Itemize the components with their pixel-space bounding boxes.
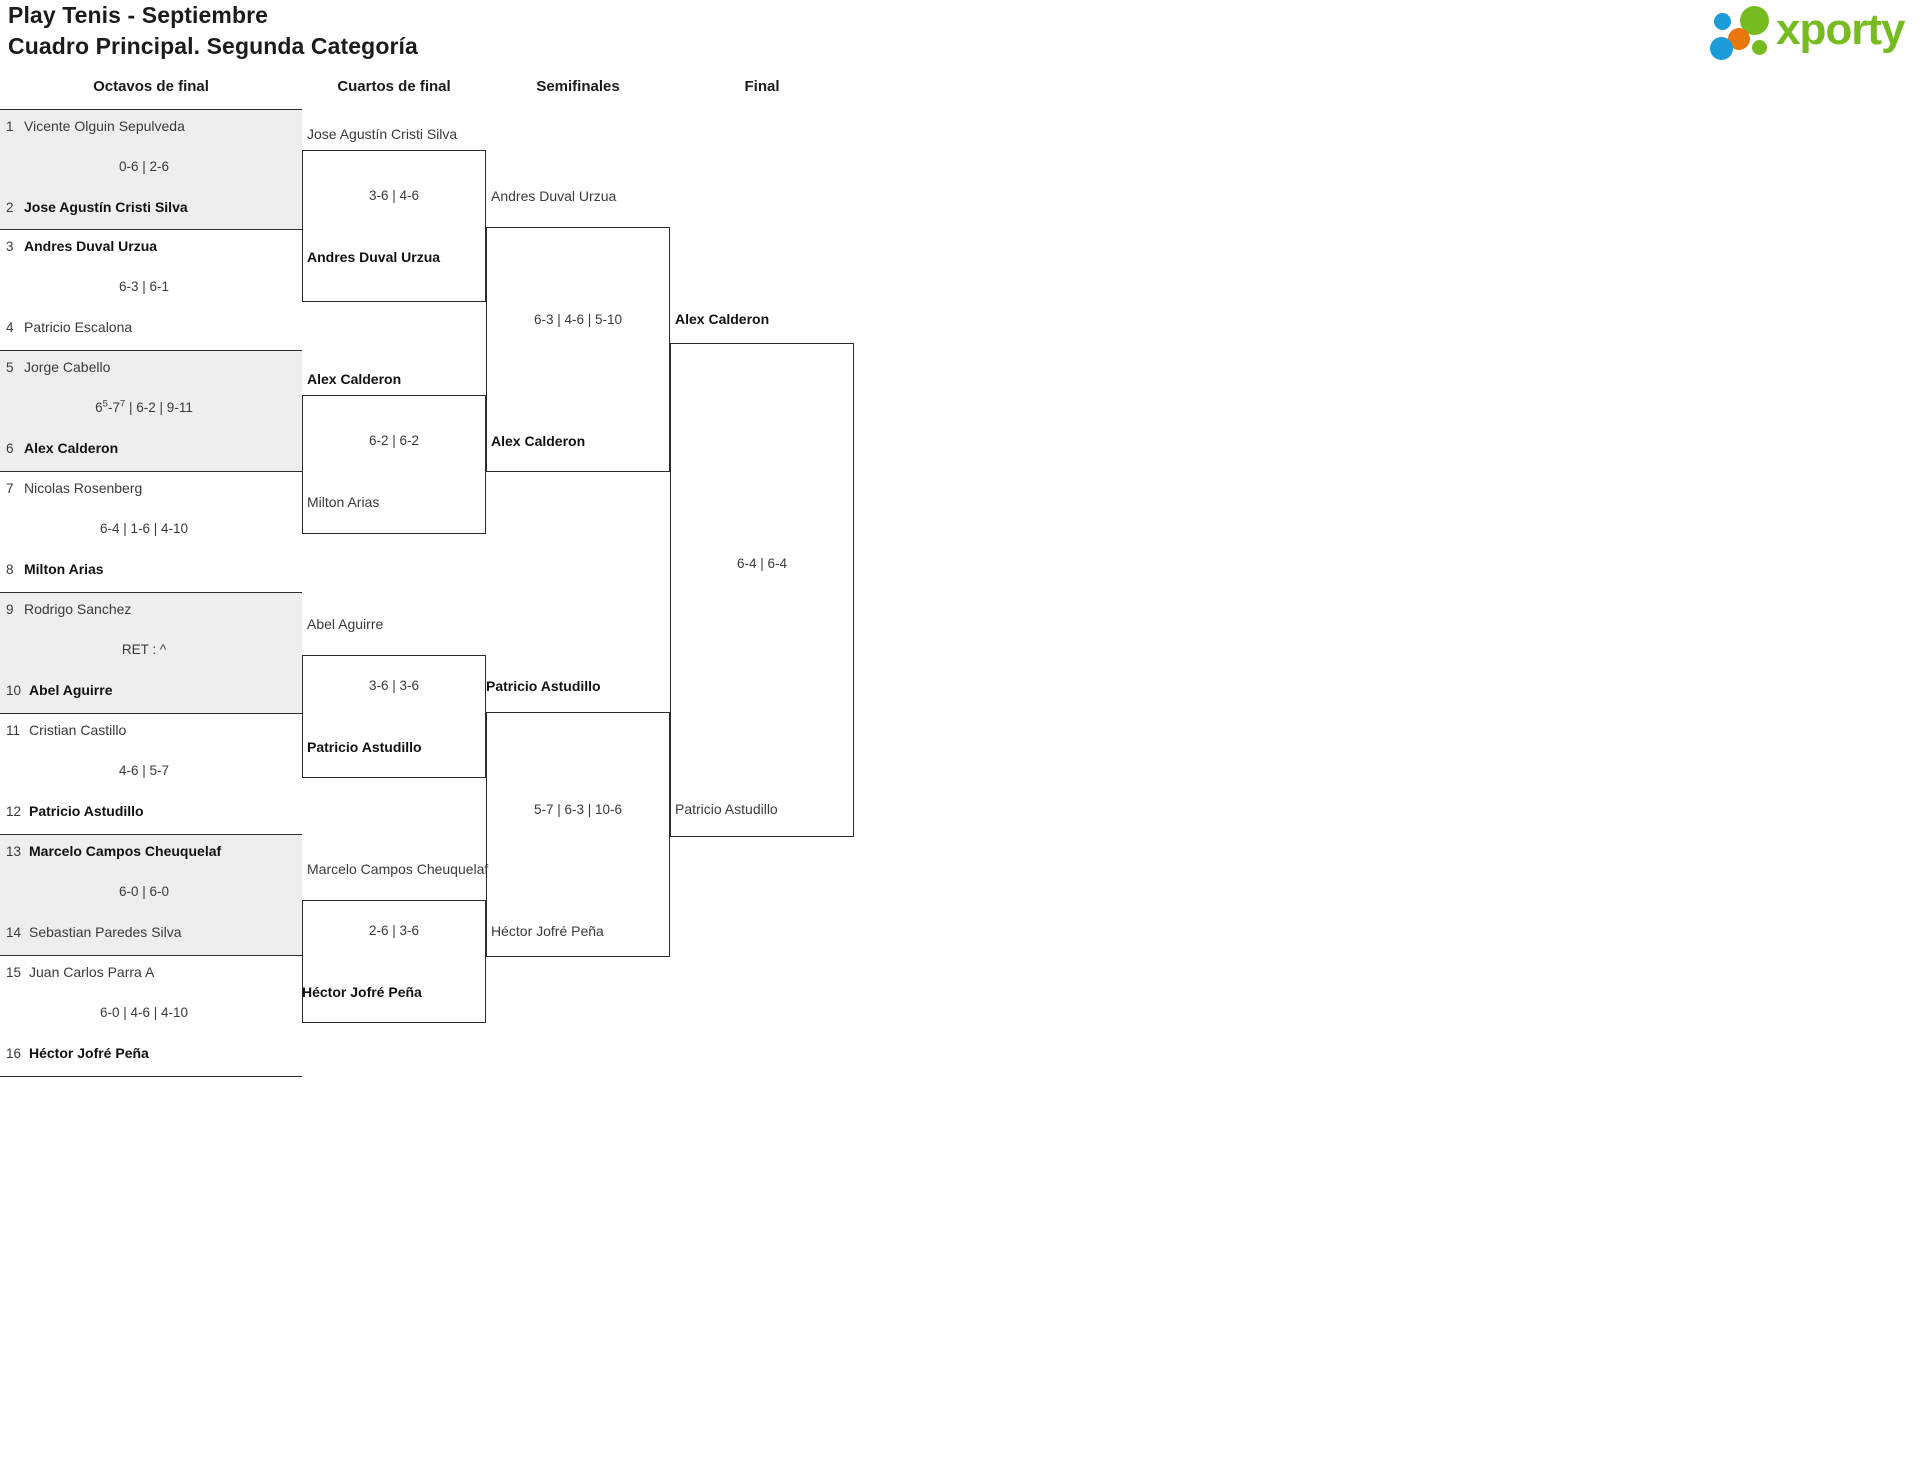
- r1-match-1[interactable]: 1 Vicente Olguin Sepulveda 0-6 | 2-6 2 J…: [0, 109, 302, 230]
- xporty-logo: xporty: [1710, 4, 1910, 60]
- player-name[interactable]: Cristian Castillo: [29, 722, 127, 738]
- r4-connector-1: [670, 343, 854, 837]
- seed-number: 8: [6, 562, 14, 577]
- tournament-name: Play Tenis - Septiembre: [8, 2, 269, 28]
- player-name[interactable]: Andres Duval Urzua: [24, 238, 158, 254]
- r4-score: 6-4 | 6-4: [736, 556, 788, 571]
- seed-number: 2: [6, 200, 14, 215]
- page-title: Play Tenis - Septiembre Cuadro Principal…: [8, 0, 418, 62]
- player-name[interactable]: Sebastian Paredes Silva: [29, 924, 182, 940]
- player-name[interactable]: Vicente Olguin Sepulveda: [24, 118, 185, 134]
- r2-player-top-2[interactable]: Alex Calderon: [307, 371, 402, 387]
- seed-number: 5: [6, 360, 14, 375]
- r1-match-3[interactable]: 5 Jorge Cabello 65-77 | 6-2 | 9-11 6 Ale…: [0, 351, 302, 472]
- seed-number: 9: [6, 602, 14, 617]
- r3-player-top-1[interactable]: Andres Duval Urzua: [491, 188, 617, 204]
- r2-player-bottom-4[interactable]: Héctor Jofré Peña: [302, 984, 422, 1000]
- r3-player-bottom-1[interactable]: Alex Calderon: [491, 433, 586, 449]
- r2-score-2: 6-2 | 6-2: [368, 433, 420, 448]
- player-name[interactable]: Nicolas Rosenberg: [24, 480, 143, 496]
- r1-match-7[interactable]: 13 Marcelo Campos Cheuquelaf 6-0 | 6-0 1…: [0, 835, 302, 956]
- logo-dot-green-small: [1752, 40, 1767, 55]
- seed-number: 4: [6, 320, 14, 335]
- r2-score-3: 3-6 | 3-6: [368, 678, 420, 693]
- player-name[interactable]: Abel Aguirre: [29, 682, 113, 698]
- round-header-semifinales: Semifinales: [536, 78, 620, 95]
- r2-score-1: 3-6 | 4-6: [368, 188, 420, 203]
- r3-connector-2: [486, 712, 670, 957]
- r4-player-bottom[interactable]: Patricio Astudillo: [675, 801, 778, 817]
- r2-connector-2: [302, 395, 486, 534]
- seed-number: 1: [6, 119, 14, 134]
- seed-number: 12: [6, 804, 22, 819]
- r3-player-top-2[interactable]: Patricio Astudillo: [486, 678, 601, 694]
- round-header-octavos: Octavos de final: [93, 78, 209, 95]
- match-score: 6-3 | 6-1: [118, 279, 170, 294]
- seed-number: 13: [6, 844, 22, 859]
- r2-connector-4: [302, 900, 486, 1023]
- player-name[interactable]: Milton Arias: [24, 561, 104, 577]
- seed-number: 11: [6, 723, 21, 738]
- round-header-final: Final: [744, 78, 780, 95]
- r2-player-top-4[interactable]: Marcelo Campos Cheuquelaf: [307, 861, 489, 877]
- r2-player-bottom-1[interactable]: Andres Duval Urzua: [307, 249, 441, 265]
- r2-player-top-1[interactable]: Jose Agustín Cristi Silva: [307, 126, 458, 142]
- r1-match-6[interactable]: 11 Cristian Castillo 4-6 | 5-7 12 Patric…: [0, 714, 302, 835]
- match-score: 4-6 | 5-7: [118, 763, 170, 778]
- match-score: 65-77 | 6-2 | 9-11: [95, 398, 193, 415]
- tournament-subtitle: Cuadro Principal. Segunda Categoría: [8, 33, 418, 59]
- r3-score-1: 6-3 | 4-6 | 5-10: [533, 312, 623, 327]
- player-name[interactable]: Alex Calderon: [24, 440, 119, 456]
- round-header-cuartos: Cuartos de final: [337, 78, 451, 95]
- player-name[interactable]: Juan Carlos Parra A: [29, 964, 155, 980]
- logo-wordmark: xporty: [1776, 5, 1905, 54]
- seed-number: 16: [6, 1046, 22, 1061]
- r3-score-2: 5-7 | 6-3 | 10-6: [533, 802, 623, 817]
- r2-connector-1: [302, 150, 486, 302]
- r2-score-4: 2-6 | 3-6: [368, 923, 420, 938]
- r2-player-bottom-3[interactable]: Patricio Astudillo: [307, 739, 422, 755]
- seed-number: 14: [6, 925, 22, 940]
- round1-column: 1 Vicente Olguin Sepulveda 0-6 | 2-6 2 J…: [0, 109, 302, 1077]
- r1-match-8[interactable]: 15 Juan Carlos Parra A 6-0 | 4-6 | 4-10 …: [0, 956, 302, 1077]
- r3-connector-1: [486, 227, 670, 472]
- player-name[interactable]: Patricio Astudillo: [29, 803, 144, 819]
- player-name[interactable]: Rodrigo Sanchez: [24, 601, 132, 617]
- match-score: 6-4 | 1-6 | 4-10: [99, 521, 189, 536]
- r2-player-bottom-2[interactable]: Milton Arias: [307, 494, 380, 510]
- logo-dot-blue-large: [1710, 37, 1733, 60]
- r4-player-top[interactable]: Alex Calderon: [675, 311, 770, 327]
- r1-match-4[interactable]: 7 Nicolas Rosenberg 6-4 | 1-6 | 4-10 8 M…: [0, 472, 302, 593]
- seed-number: 6: [6, 441, 14, 456]
- match-score: RET : ^: [121, 642, 167, 657]
- r2-player-top-3[interactable]: Abel Aguirre: [307, 616, 384, 632]
- player-name[interactable]: Marcelo Campos Cheuquelaf: [29, 843, 222, 859]
- logo-dot-blue-small: [1714, 13, 1731, 30]
- logo-dot-orange: [1728, 28, 1750, 50]
- r3-player-bottom-2[interactable]: Héctor Jofré Peña: [491, 923, 604, 939]
- player-name[interactable]: Patricio Escalona: [24, 319, 133, 335]
- seed-number: 10: [6, 683, 22, 698]
- match-score: 6-0 | 6-0: [118, 884, 170, 899]
- match-score: 6-0 | 4-6 | 4-10: [99, 1005, 189, 1020]
- r1-match-2[interactable]: 3 Andres Duval Urzua 6-3 | 6-1 4 Patrici…: [0, 230, 302, 351]
- seed-number: 7: [6, 481, 14, 496]
- seed-number: 3: [6, 239, 14, 254]
- r1-match-5[interactable]: 9 Rodrigo Sanchez RET : ^ 10 Abel Aguirr…: [0, 593, 302, 714]
- player-name[interactable]: Jorge Cabello: [24, 359, 111, 375]
- r2-connector-3: [302, 655, 486, 778]
- player-name[interactable]: Jose Agustín Cristi Silva: [24, 199, 188, 215]
- player-name[interactable]: Héctor Jofré Peña: [29, 1045, 149, 1061]
- seed-number: 15: [6, 965, 22, 980]
- match-score: 0-6 | 2-6: [118, 159, 170, 174]
